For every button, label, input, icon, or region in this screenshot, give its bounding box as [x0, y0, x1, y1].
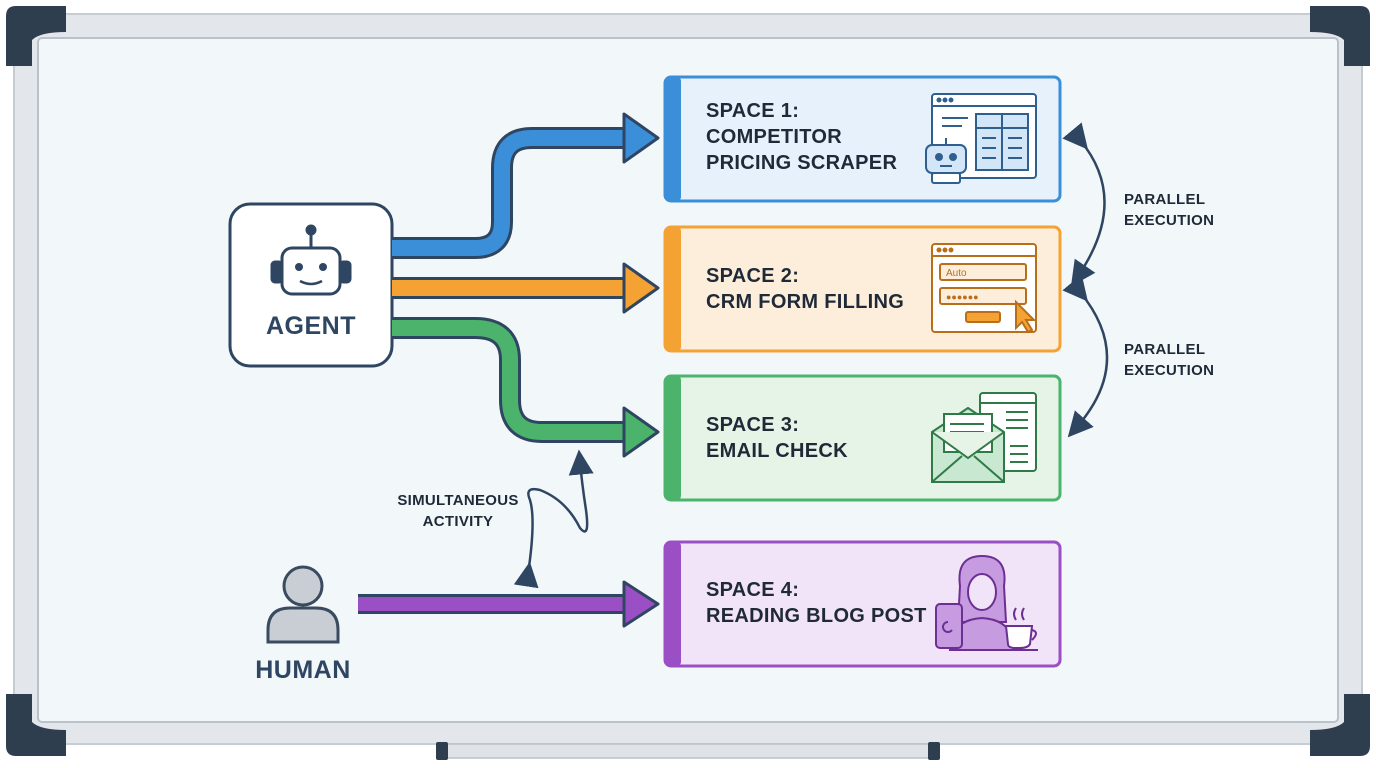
- simultaneous-squiggle-arrow: [513, 449, 594, 589]
- parallel-arrow-1: [1062, 122, 1106, 287]
- envelope-icon: [931, 392, 1037, 483]
- space-3-line-1: EMAIL CHECK: [706, 440, 848, 462]
- corner-top-left: [6, 6, 66, 66]
- simultaneous-note: SIMULTANEOUS ACTIVITY: [380, 490, 536, 532]
- marker-tray: [439, 743, 937, 759]
- corner-bottom-right: [1310, 694, 1370, 756]
- space-2-title: SPACE 2: CRM FORM FILLING: [706, 263, 904, 315]
- space-1-heading: SPACE 1:: [706, 100, 800, 122]
- reader-coffee-icon: [935, 554, 1038, 651]
- human-to-space4-arrow: [358, 580, 660, 628]
- space-3-heading: SPACE 3:: [706, 414, 800, 436]
- parallel-note-2: PARALLEL EXECUTION: [1124, 339, 1214, 381]
- simultaneous-note-line-2: ACTIVITY: [422, 513, 494, 530]
- parallel-note-2-line-1: PARALLEL: [1124, 341, 1206, 358]
- human-label: HUMAN: [255, 656, 351, 684]
- parallel-note-1-line-2: EXECUTION: [1124, 212, 1215, 229]
- parallel-note-1-line-1: PARALLEL: [1124, 191, 1206, 208]
- simultaneous-note-line-1: SIMULTANEOUS: [397, 492, 519, 509]
- space-1-title: SPACE 1: COMPETITOR PRICING SCRAPER: [706, 98, 897, 176]
- agent-label: AGENT: [266, 312, 356, 340]
- space-1-line-1: COMPETITOR: [706, 126, 842, 148]
- space-4-line-1: READING BLOG POST: [706, 605, 927, 627]
- corner-top-right: [1310, 6, 1370, 66]
- space-2-heading: SPACE 2:: [706, 265, 800, 287]
- agent-to-space3-arrow: [392, 317, 660, 458]
- parallel-arrow-2: [1062, 274, 1109, 438]
- form-password-text: ●●●●●●: [946, 292, 979, 302]
- space-4-heading: SPACE 4:: [706, 579, 800, 601]
- space-1-line-2: PRICING SCRAPER: [706, 152, 898, 174]
- browser-robot-icon: [925, 93, 1037, 184]
- person-icon: [266, 565, 340, 644]
- space-2-line-1: CRM FORM FILLING: [706, 291, 905, 313]
- form-cursor-icon: [931, 243, 1037, 334]
- space-4-title: SPACE 4: READING BLOG POST: [706, 577, 927, 629]
- robot-icon: [270, 224, 352, 296]
- form-field-text: Auto: [946, 268, 967, 279]
- corner-bottom-left: [6, 694, 66, 756]
- parallel-note-1: PARALLEL EXECUTION: [1124, 189, 1214, 231]
- agent-to-space2-arrow: [392, 262, 660, 314]
- parallel-note-2-line-2: EXECUTION: [1124, 362, 1215, 379]
- space-3-title: SPACE 3: EMAIL CHECK: [706, 412, 848, 464]
- agent-to-space1-arrow: [392, 112, 660, 259]
